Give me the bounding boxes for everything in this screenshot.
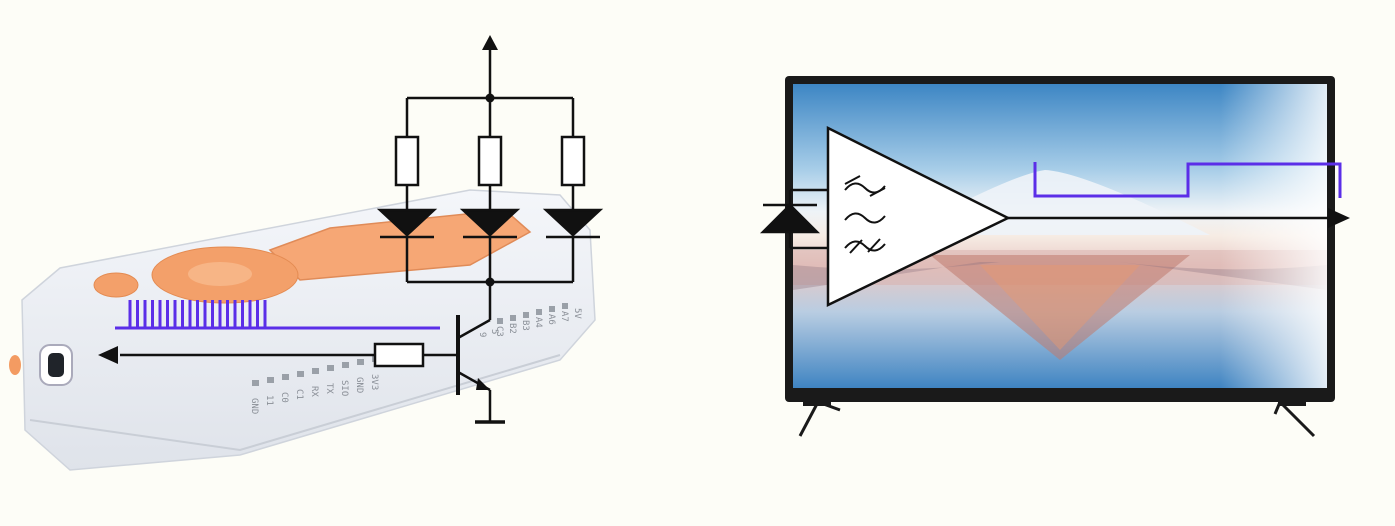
ir-receiver-circuit bbox=[759, 125, 1350, 307]
pin-label: C1 bbox=[294, 389, 304, 400]
input-arrow-icon bbox=[98, 346, 118, 364]
output-arrow-icon bbox=[1328, 208, 1350, 228]
led-icon bbox=[459, 208, 521, 237]
filter-icon bbox=[844, 175, 886, 254]
flipper-device: GND 11 C0 C1 RX TX SIO GND 3V3 9 5 C3 B2… bbox=[9, 189, 596, 471]
led-icon bbox=[376, 208, 438, 237]
pin-label: 3V3 bbox=[369, 374, 379, 390]
resistor-icon bbox=[477, 135, 503, 187]
pin-label: C3 bbox=[494, 326, 504, 337]
pin-label: B3 bbox=[520, 320, 530, 331]
amplifier-icon bbox=[826, 125, 1011, 307]
resistor-icon bbox=[560, 135, 586, 187]
pin-label: A7 bbox=[559, 311, 569, 322]
device-screen bbox=[268, 209, 532, 281]
resistor-icon bbox=[373, 342, 425, 368]
pin-label: SIO bbox=[339, 380, 349, 396]
back-button bbox=[93, 272, 139, 298]
pin-label: B2 bbox=[507, 323, 517, 334]
tv-stand-left bbox=[798, 400, 841, 437]
pin-label: A4 bbox=[533, 317, 543, 328]
pulse-train-signal bbox=[115, 300, 440, 330]
ir-led-circuit bbox=[98, 35, 604, 424]
supply-arrow-icon bbox=[482, 35, 498, 50]
pin-label: A6 bbox=[546, 314, 556, 325]
pin-label: 5 bbox=[489, 329, 499, 334]
pin-label: GND bbox=[249, 398, 259, 414]
photodiode-icon bbox=[759, 203, 821, 234]
resistor-icon bbox=[394, 135, 420, 187]
pin-label: RX bbox=[309, 386, 319, 397]
pin-label: 5V bbox=[572, 308, 582, 319]
pin-label: TX bbox=[324, 383, 334, 394]
pin-label: C0 bbox=[279, 392, 289, 403]
square-wave-signal bbox=[1033, 162, 1342, 198]
pin-label: GND bbox=[354, 377, 364, 393]
tv-stand-right bbox=[1273, 400, 1316, 438]
pin-label: 11 bbox=[264, 395, 274, 406]
pin-label: 9 bbox=[477, 332, 487, 337]
led-icon bbox=[542, 208, 604, 237]
